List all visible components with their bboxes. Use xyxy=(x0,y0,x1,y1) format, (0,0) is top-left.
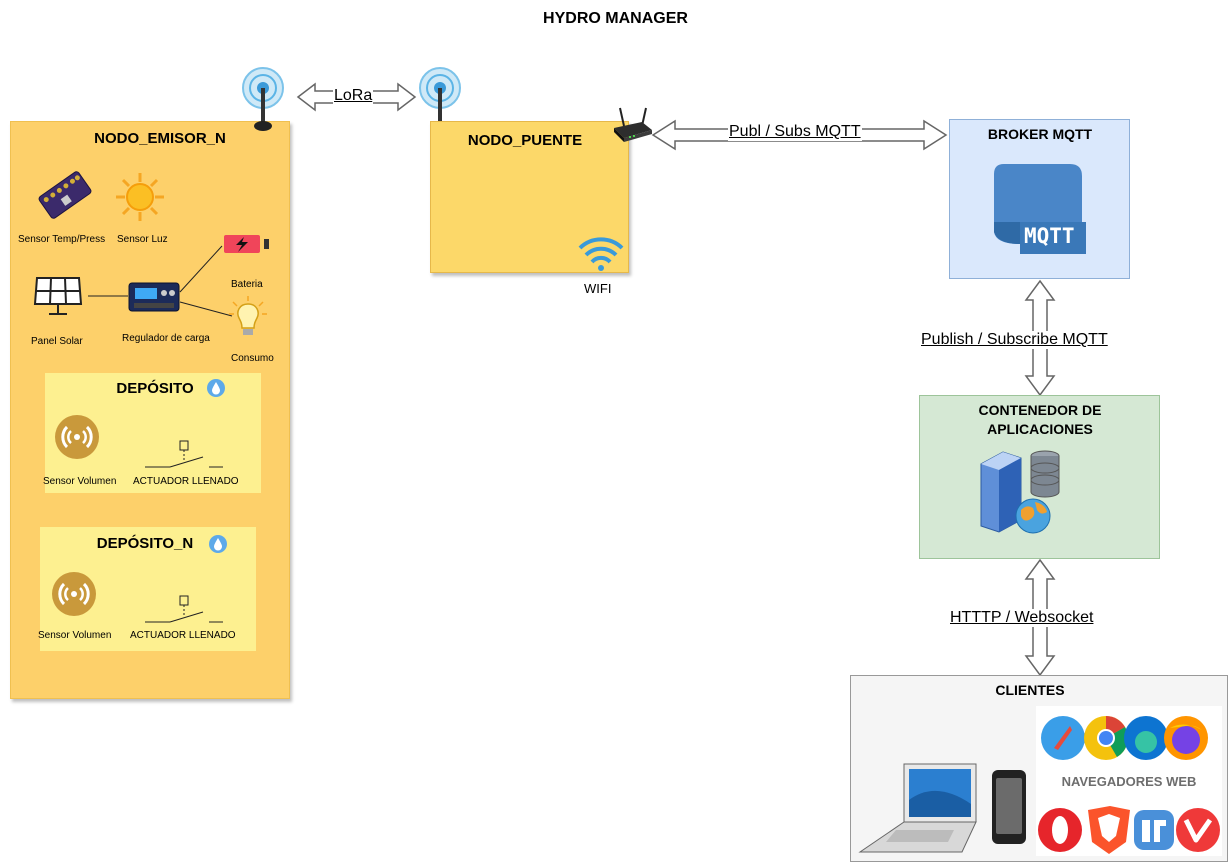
server-database-icon xyxy=(980,450,1060,534)
solar-panel-icon xyxy=(33,277,83,315)
lora-label: LoRa xyxy=(333,87,374,105)
switch-icon xyxy=(145,440,223,468)
switch-icon xyxy=(145,595,223,623)
sensor-luz-label: Sensor Luz xyxy=(117,234,168,245)
volume-sensor-icon xyxy=(52,572,96,616)
deposito-n-title: DEPÓSITO_N xyxy=(96,535,194,552)
volume-sensor-icon xyxy=(55,415,99,459)
charge-regulator-icon xyxy=(128,282,180,312)
power-wiring xyxy=(88,245,233,317)
deposito-title: DEPÓSITO xyxy=(116,380,194,397)
contenedor-title-2: APLICACIONES xyxy=(987,421,1093,437)
regulador-label: Regulador de carga xyxy=(122,333,210,344)
sensor-volumen-label: Sensor Volumen xyxy=(38,630,112,641)
contenedor-title-1: CONTENEDOR DE xyxy=(978,402,1102,418)
consumo-label: Consumo xyxy=(231,353,274,364)
mqtt-broker-label: Publish / Subscribe MQTT xyxy=(920,331,1109,349)
laptop-icon xyxy=(858,763,977,853)
actuador-label: ACTUADOR LLENADO xyxy=(130,630,236,641)
water-drop-icon xyxy=(207,379,225,397)
clientes-title: CLIENTES xyxy=(995,682,1065,698)
http-label: HTTTP / Websocket xyxy=(949,609,1095,627)
battery-icon xyxy=(224,235,269,253)
sensor-volumen-label: Sensor Volumen xyxy=(43,476,117,487)
nodo-emisor-title: NODO_EMISOR_N xyxy=(94,130,226,147)
browsers-label: NAVEGADORES WEB xyxy=(1062,774,1197,789)
panel-solar-label: Panel Solar xyxy=(31,336,83,347)
browser-logos-icon: NAVEGADORES WEB xyxy=(1036,706,1222,856)
mqtt-logo-icon xyxy=(994,164,1086,254)
lightbulb-icon xyxy=(229,296,267,335)
wifi-label: WIFI xyxy=(584,281,612,296)
actuador-label: ACTUADOR LLENADO xyxy=(133,476,239,487)
water-drop-icon xyxy=(209,535,227,553)
router-icon xyxy=(614,107,652,142)
phone-icon xyxy=(992,770,1026,844)
bateria-label: Bateria xyxy=(231,279,263,290)
mqtt-logo-text: MQTT xyxy=(1024,224,1075,248)
mqtt-puente-label: Publ / Subs MQTT xyxy=(728,123,862,141)
wifi-icon xyxy=(578,237,624,271)
sensor-board-icon xyxy=(38,171,92,219)
broker-title: BROKER MQTT xyxy=(987,126,1093,142)
nodo-puente-title: NODO_PUENTE xyxy=(467,132,583,149)
antenna-icon xyxy=(242,67,284,131)
sun-icon xyxy=(116,173,164,221)
antenna-icon xyxy=(419,67,461,131)
sensor-temp-label: Sensor Temp/Press xyxy=(18,234,106,245)
diagram-title: HYDRO MANAGER xyxy=(543,10,688,27)
